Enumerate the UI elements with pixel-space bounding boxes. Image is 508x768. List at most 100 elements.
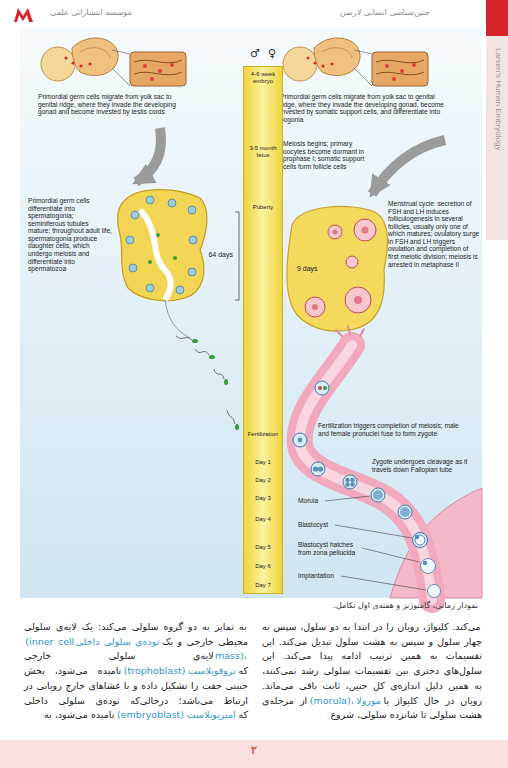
ovary (354, 296, 362, 304)
cleavage-cells (343, 475, 357, 489)
cleavage-cells (350, 482, 354, 486)
body-text: نامیده می‌شود، به (44, 709, 114, 720)
body-paragraph: به تمایز به دو گروه سلولی می‌کند: یک لای… (24, 620, 248, 723)
part-label: Blastocyst (298, 521, 328, 529)
cleavage-cells (298, 438, 303, 443)
cleavage-cells (315, 381, 329, 395)
page-sidebar (486, 0, 508, 240)
stage-note: Meiosis begins; primary oocytes become d… (283, 140, 375, 170)
page-number: ۲ (239, 744, 269, 758)
seminiferous-tubule (168, 199, 176, 207)
cleavage-cells (350, 478, 354, 482)
cleavage-cells (345, 478, 349, 482)
figure-caption: نمودار زمانی، گامتوژنز و هفته‌ی اول تکام… (180, 601, 478, 610)
timeline-label: Day 6 (244, 563, 282, 570)
cleavage-cells (293, 381, 441, 598)
term-highlight: (morula)، (310, 695, 354, 706)
seminiferous-tubule (156, 233, 160, 237)
spermatozoa (192, 339, 198, 343)
cleavage-cells (318, 466, 323, 471)
publisher-name: موسسه انتشاراتی علمی (50, 8, 160, 17)
part-label: Morula (298, 497, 318, 505)
embryo-drawing (283, 38, 428, 86)
spermatozoa (209, 355, 215, 359)
timeline-label: Puberty (244, 204, 282, 211)
timeline-label: Day 5 (244, 544, 282, 551)
leader-line (325, 496, 370, 501)
fallopian-tube (336, 326, 364, 336)
page-sidebar (486, 0, 508, 240)
seminiferous-tubule (146, 196, 154, 204)
cleavage-cells (318, 386, 322, 390)
bracket-line (235, 212, 239, 300)
seminiferous-tubule (189, 236, 197, 244)
sex-symbol: ♀ (268, 48, 276, 61)
term-highlight: توده‌ی سلولی داخلی (76, 636, 160, 647)
timeline-label: Day 4 (244, 516, 282, 523)
cleavage-cells (345, 482, 349, 486)
embryo-drawing (41, 38, 428, 86)
cleavage-cells (413, 533, 428, 548)
duration-label: 9 days (297, 265, 318, 273)
seminiferous-tubule (131, 211, 139, 219)
seminiferous-tubule (140, 210, 171, 300)
stage-note: Primordial germ cells differentiate into… (28, 197, 112, 273)
ovary (287, 206, 388, 331)
part-label: Blastocyst hatches from zona pellucida (298, 541, 364, 556)
cleavage-cells (373, 490, 383, 500)
cleavage-cells (293, 433, 307, 447)
ovary (354, 219, 376, 241)
timeline-label: 4-6 week embryo (244, 71, 282, 84)
timeline-label: Day 7 (244, 582, 282, 589)
footer-band (0, 740, 508, 768)
ovary (346, 256, 358, 268)
stage-note: Zygote undergoes cleavage as it travels … (372, 458, 472, 473)
leader-line (362, 548, 419, 562)
cleavage-cells (415, 535, 419, 539)
cleavage-cells (400, 507, 410, 517)
cleavage-cells (398, 505, 412, 519)
spermatozoa (227, 410, 235, 424)
term-highlight: امبریوبلاست (187, 709, 236, 720)
timeline-label: Fertilization (244, 431, 282, 438)
seminiferous-tubule (176, 286, 184, 294)
cleavage-cells (313, 466, 318, 471)
timeline-label: Day 1 (244, 459, 282, 466)
stage-note: Primordial germ cells migrate from yolk … (280, 93, 445, 123)
cleavage-cells (371, 488, 385, 502)
term-highlight: (trophoblast) (124, 665, 186, 676)
leader-line (341, 576, 426, 590)
ovary (362, 227, 369, 234)
ovary (287, 206, 388, 331)
body-text: می‌کند. کلیواژ، رویان را در ابتدا به دو … (262, 621, 482, 706)
spermatozoa (224, 379, 228, 385)
publisher-logo (14, 8, 33, 22)
cleavage-cells (415, 535, 425, 545)
stage-note: Primordial germ cells migrate from yolk … (38, 93, 183, 116)
seminiferous-tubule (117, 190, 206, 301)
duration-label: 64 days (198, 251, 233, 259)
leader-line (335, 525, 412, 538)
part-label: Implantation (298, 572, 334, 580)
spermatozoa (214, 369, 224, 379)
gray-arrow (136, 128, 445, 194)
ovary (333, 230, 338, 235)
ovary (328, 225, 342, 239)
timeline-label: Day 3 (244, 495, 282, 502)
ovary (305, 297, 325, 317)
term-highlight: مورولا (356, 695, 381, 706)
seminiferous-tubule (126, 236, 134, 244)
cleavage-cells (311, 462, 325, 476)
timeline-bar: 4-6 week embryo3-5 month fetusPubertyFer… (243, 66, 283, 594)
spermatozoa (195, 349, 209, 355)
gray-arrow (136, 128, 161, 182)
ovary (312, 304, 318, 310)
term-highlight: تروفوبلاست (188, 665, 236, 676)
book-title: جنین‌شناسی انسانی لارسن (318, 8, 430, 17)
seminiferous-tubule (173, 256, 177, 260)
seminiferous-tubule (188, 268, 196, 276)
cleavage-cells (423, 561, 427, 565)
timeline-label: Day 2 (244, 477, 282, 484)
cleavage-cells (323, 386, 327, 390)
term-highlight: (embryoblast) (117, 709, 184, 720)
